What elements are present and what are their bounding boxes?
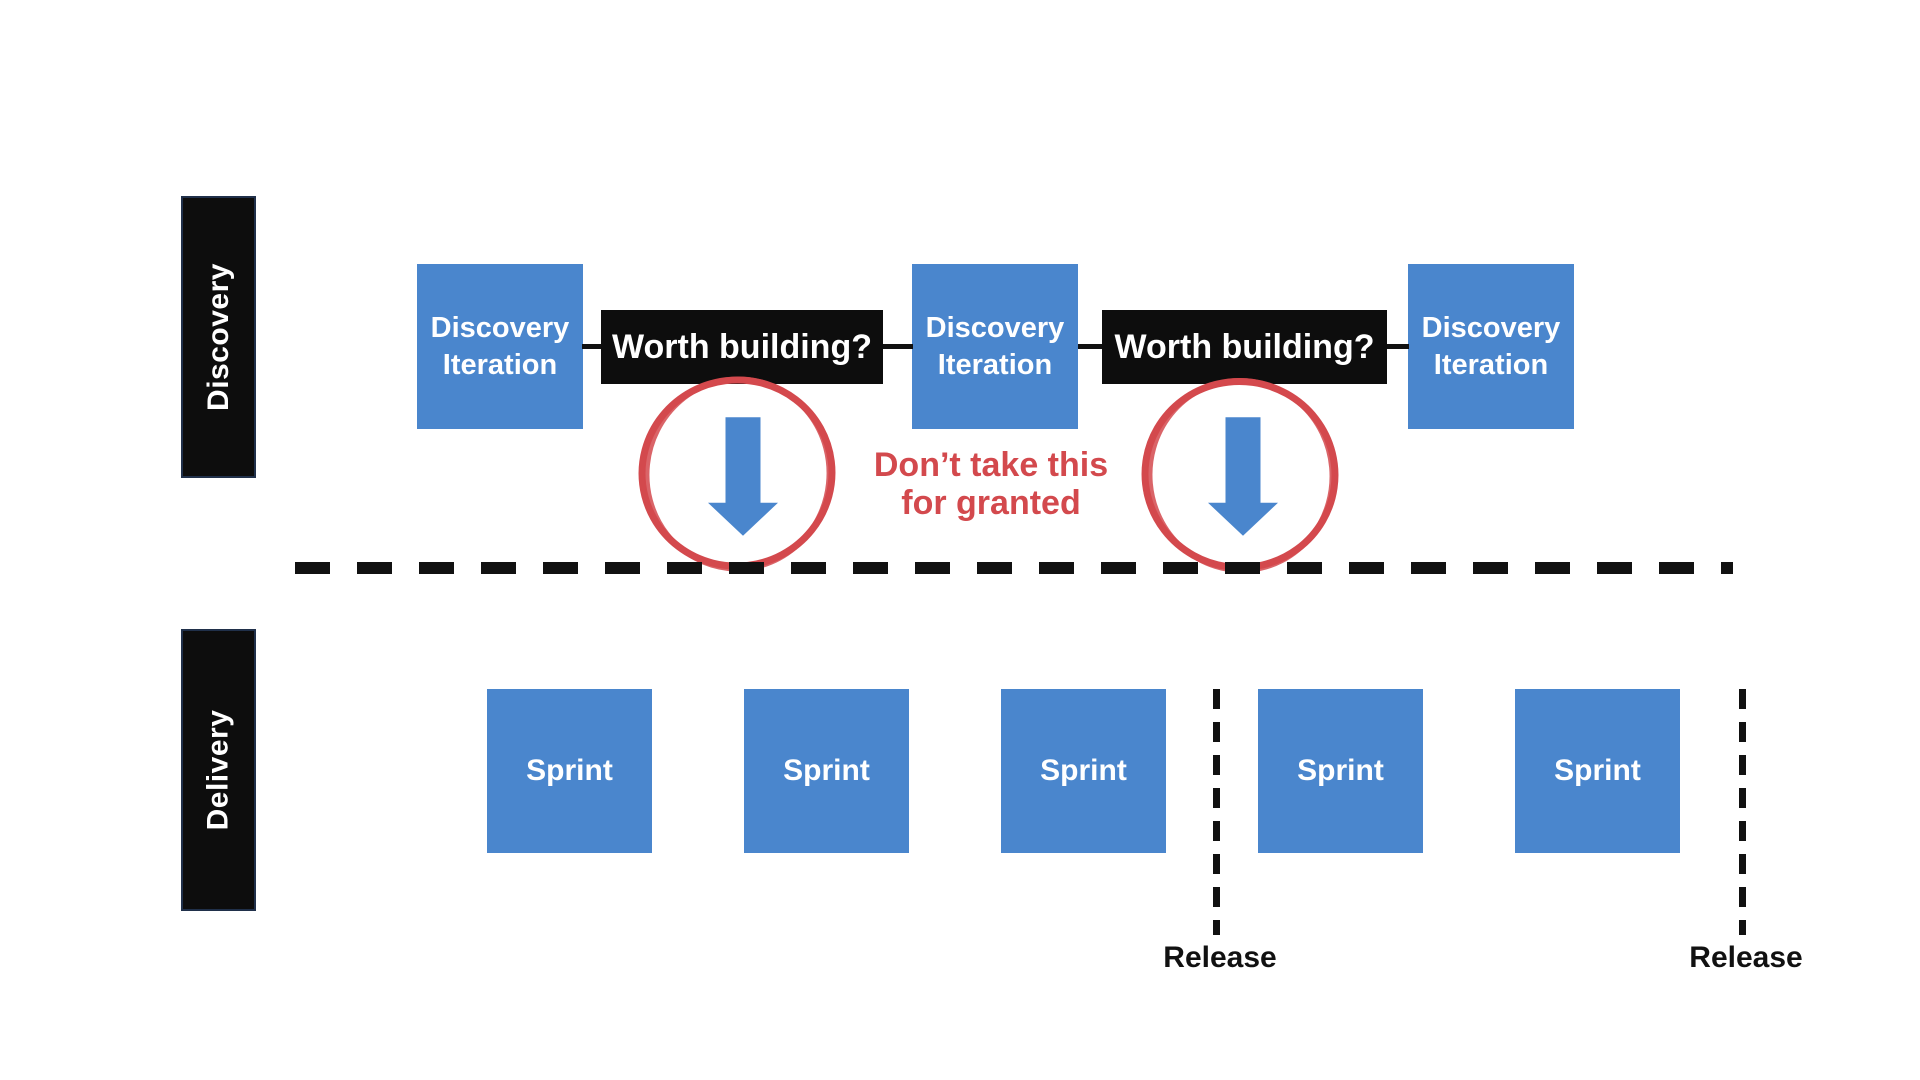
sprint-box: Sprint [1515,689,1680,853]
release-dashed-line [1739,689,1746,935]
delivery-lane-label: Delivery [201,709,235,831]
sprint-label: Sprint [1297,754,1384,787]
down-arrow-icon [1208,416,1278,537]
release-label: Release [1163,941,1277,974]
sprint-label: Sprint [783,754,870,787]
discovery-iteration-label-line2: Iteration [442,348,558,381]
worth-building-decision-box: Worth building? [601,310,883,384]
discovery-iteration-box: Discovery Iteration [1408,264,1574,429]
annotation-line2: for granted [901,484,1081,522]
down-arrow-icon [708,416,778,537]
worth-building-label: Worth building? [612,327,872,366]
sprint-box: Sprint [744,689,909,853]
delivery-lane-bar: Delivery [181,629,256,911]
annotation-line1: Don’t take this [873,446,1109,484]
discovery-iteration-label-line1: Discovery [925,311,1065,344]
connector-line [582,344,602,349]
discovery-iteration-label-line1: Discovery [430,311,570,344]
sprint-label: Sprint [1040,754,1127,787]
release-dashed-line [1213,689,1220,935]
sprint-box: Sprint [1001,689,1166,853]
release-label: Release [1689,941,1803,974]
connector-line [883,344,913,349]
annotation-dont-take-for-granted: Don’t take this for granted [871,446,1111,522]
discovery-iteration-box: Discovery Iteration [417,264,583,429]
discovery-lane-label: Discovery [201,263,235,411]
connector-line [1078,344,1103,349]
discovery-iteration-label-line2: Iteration [1433,348,1549,381]
sprint-box: Sprint [487,689,652,853]
discovery-lane-bar: Discovery [181,196,256,478]
worth-building-decision-box: Worth building? [1102,310,1387,384]
discovery-iteration-label-line2: Iteration [937,348,1053,381]
connector-line [1387,344,1409,349]
sprint-box: Sprint [1258,689,1423,853]
worth-building-label: Worth building? [1114,327,1375,366]
discovery-iteration-box: Discovery Iteration [912,264,1078,429]
sprint-label: Sprint [1554,754,1641,787]
sprint-label: Sprint [526,754,613,787]
discovery-iteration-label-line1: Discovery [1421,311,1561,344]
track-separator-dashed-line [295,562,1733,574]
